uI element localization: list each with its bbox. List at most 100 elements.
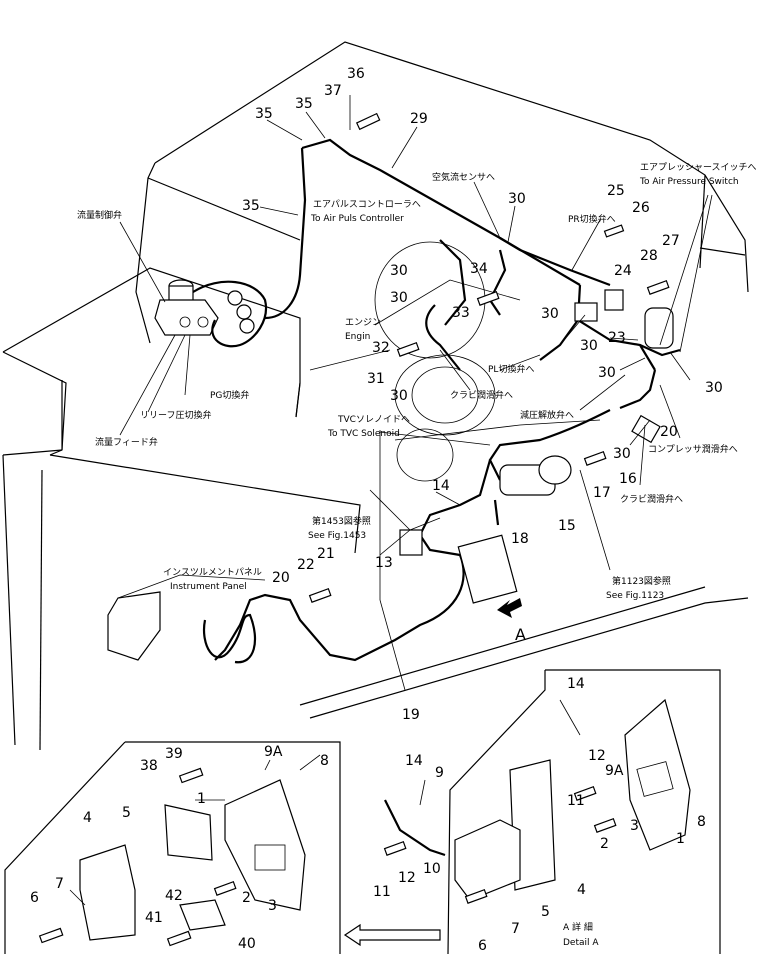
instrument-panel — [107, 574, 266, 664]
label-air-pressure-jp: エアプレッシャースイッチへ — [640, 162, 757, 173]
label-detail-jp: A 詳 細 — [563, 921, 593, 933]
callout-7: 7 — [511, 921, 520, 937]
callout-7: 7 — [55, 876, 64, 892]
callout-12: 12 — [588, 748, 606, 764]
label-air-puls-jp: エアパルスコントローラへ — [313, 199, 421, 210]
callout-8: 8 — [697, 814, 706, 830]
callout-41: 41 — [145, 910, 163, 926]
detail-box-left — [4, 741, 341, 954]
callout-30: 30 — [390, 263, 408, 279]
callout-32: 32 — [372, 340, 390, 356]
callout-30: 30 — [508, 191, 526, 207]
control-valve-block — [154, 279, 268, 348]
callout-36: 36 — [347, 66, 365, 82]
label-engine-en: Engin — [345, 332, 370, 342]
callout-35: 35 — [295, 96, 313, 112]
callout-30: 30 — [580, 338, 598, 354]
callout-2: 2 — [600, 836, 609, 852]
label-fig1453-en: See Fig.1453 — [308, 531, 366, 541]
label-engine-jp: エンジン — [345, 318, 381, 328]
callout-8: 8 — [320, 753, 329, 769]
callout-23: 23 — [608, 330, 626, 346]
callout-14: 14 — [405, 753, 423, 769]
callout-21: 21 — [317, 546, 335, 562]
callout-35: 35 — [255, 106, 273, 122]
callout-3: 3 — [268, 898, 277, 914]
arrow-a — [497, 598, 522, 618]
label-tvc-jp: TVCソレノイドへ — [337, 415, 410, 425]
machine-body-outline — [2, 41, 749, 751]
label-relief-valve-jp: リリーフ圧切換弁 — [140, 409, 211, 421]
label-kubi-lube2-jp: クラビ潤滑弁へ — [620, 493, 683, 505]
callout-3: 3 — [630, 818, 639, 834]
callout-11: 11 — [373, 884, 391, 900]
callout-13: 13 — [375, 555, 393, 571]
callout-28: 28 — [640, 248, 658, 264]
callout-6: 6 — [30, 890, 39, 906]
label-tvc-en: To TVC Solenoid — [327, 429, 400, 439]
callout-29: 29 — [410, 111, 428, 127]
callout-5: 5 — [541, 904, 550, 920]
callout-14: 14 — [432, 478, 450, 494]
callout-4: 4 — [577, 882, 586, 898]
callout-31: 31 — [367, 371, 385, 387]
callout-20: 20 — [272, 570, 290, 586]
callout-35: 35 — [242, 198, 260, 214]
callout-14: 14 — [567, 676, 585, 692]
annotations: エアパルスコントローラへ To Air Puls Controller 空気流セ… — [77, 162, 757, 948]
callout-16: 16 — [619, 471, 637, 487]
callout-5: 5 — [122, 805, 131, 821]
part-callouts: 36 37 35 35 29 35 30 25 26 27 28 24 30 3… — [30, 66, 723, 954]
callout-30: 30 — [390, 388, 408, 404]
callout-11: 11 — [567, 793, 585, 809]
label-reduce-valve-jp: 減圧解放弁へ — [520, 409, 574, 421]
callout-30: 30 — [541, 306, 559, 322]
callout-20: 20 — [660, 424, 678, 440]
label-flow-ctrl-jp: 流量制御弁 — [77, 209, 122, 221]
callout-33: 33 — [452, 305, 470, 321]
label-airflow-jp: 空気流センサへ — [432, 171, 495, 183]
label-pg-valve-jp: PG切換弁 — [210, 389, 249, 401]
label-pr-valve-jp: PR切換弁へ — [568, 213, 616, 225]
label-kubi-lube-jp: クラビ潤滑弁へ — [450, 389, 513, 401]
callout-30: 30 — [598, 365, 616, 381]
callout-24: 24 — [614, 263, 632, 279]
callout-39: 39 — [165, 746, 183, 762]
label-pl-valve-jp: PL切換弁へ — [488, 363, 534, 375]
engine-body — [309, 241, 601, 482]
label-fig1123-jp: 第1123図参照 — [612, 575, 671, 587]
label-panel-jp: インスツルメントパネル — [163, 567, 262, 578]
callout-1: 1 — [197, 791, 206, 807]
detail-box-right — [384, 669, 721, 955]
leader-lines — [69, 95, 713, 906]
callout-10: 10 — [423, 861, 441, 877]
callout-37: 37 — [324, 83, 342, 99]
callout-38: 38 — [140, 758, 158, 774]
callout-a: A — [515, 625, 526, 644]
callout-12: 12 — [398, 870, 416, 886]
callout-27: 27 — [662, 233, 680, 249]
label-flow-feed-jp: 流量フィード弁 — [95, 436, 158, 448]
center-components — [399, 289, 674, 604]
callout-6: 6 — [478, 938, 487, 954]
label-detail-en: Detail A — [563, 938, 599, 948]
bolts — [38, 112, 670, 947]
callout-9a: 9A — [605, 763, 624, 779]
label-air-puls-en: To Air Puls Controller — [310, 214, 404, 224]
callout-25: 25 — [607, 183, 625, 199]
callout-30: 30 — [613, 446, 631, 462]
callout-18: 18 — [511, 531, 529, 547]
callout-26: 26 — [632, 200, 650, 216]
callout-30: 30 — [390, 290, 408, 306]
label-panel-en: Instrument Panel — [170, 582, 247, 592]
callout-1: 1 — [676, 831, 685, 847]
callout-42: 42 — [165, 888, 183, 904]
callout-9: 9 — [435, 765, 444, 781]
callout-15: 15 — [558, 518, 576, 534]
label-fig1453-jp: 第1453図参照 — [312, 515, 371, 527]
label-fig1123-en: See Fig.1123 — [606, 591, 664, 601]
callout-2: 2 — [242, 890, 251, 906]
callout-40: 40 — [238, 936, 256, 952]
